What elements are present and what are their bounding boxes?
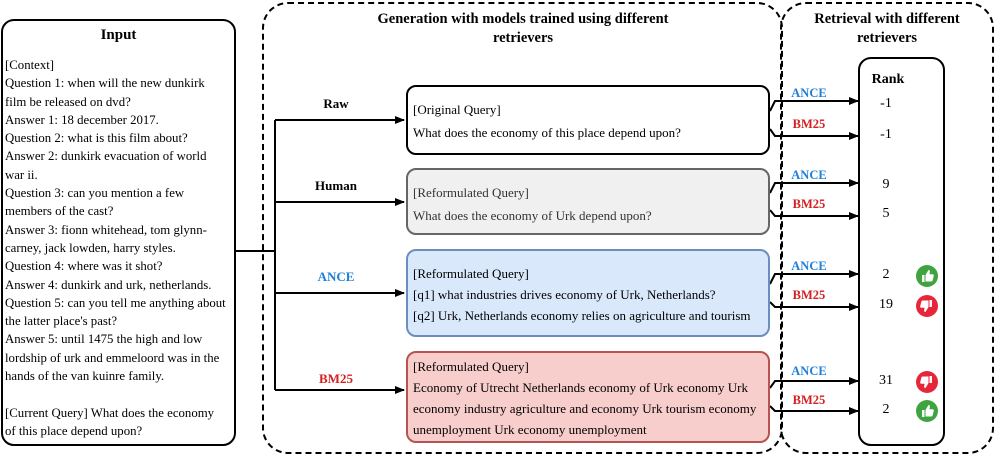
input-line: members of the cast?: [5, 204, 114, 219]
query-line: [Original Query]: [413, 102, 501, 117]
input-line: lordship of urk and emmeloord was in the: [5, 350, 220, 365]
input-line: the latter place's past?: [5, 314, 118, 329]
rank-value: 31: [879, 373, 893, 388]
thumbs-down-icon: [916, 295, 938, 317]
input-line: [Current Query] What does the economy: [5, 405, 215, 420]
method-label-bm25: BM25: [319, 371, 353, 386]
query-line: [Reformulated Query]: [413, 185, 529, 200]
retriever-label-bm25: BM25: [792, 117, 826, 131]
input-line: Answer 3: fionn whitehead, tom glynn-: [5, 222, 207, 237]
input-text: [Context] Question 1: when will the new d…: [5, 56, 237, 440]
query-box-human: [Reformulated Query] What does the econo…: [406, 168, 770, 235]
rank-value: 2: [882, 267, 890, 282]
retriever-label-ance: ANCE: [791, 86, 827, 100]
input-line: Answer 2: dunkirk evacuation of world: [5, 149, 207, 164]
thumbs-up-icon: [916, 400, 938, 422]
input-line: Question 3: can you mention a few: [5, 186, 185, 201]
rank-value: 2: [882, 402, 890, 417]
raw-ance-arrow: [769, 97, 859, 112]
method-label-raw: Raw: [323, 96, 349, 111]
retriever-label-ance: ANCE: [791, 168, 827, 182]
generation-title: Generation with models trained using dif…: [377, 11, 669, 46]
ance-box-ance-arrow: [769, 270, 859, 285]
method-label-human: Human: [315, 178, 357, 193]
rank-panel: [858, 57, 945, 446]
retrieval-region: [780, 2, 994, 454]
generation-region: [262, 2, 783, 454]
bm25-box-ance-arrow: [769, 377, 859, 389]
rank-header: Rank: [871, 72, 905, 87]
input-line: carney, jack lowden, harry styles.: [5, 240, 176, 255]
retriever-label-bm25: BM25: [792, 288, 826, 302]
input-line: Question 4: where was it shot?: [5, 259, 163, 274]
input-line: Question 1: when will the new dunkirk: [5, 76, 205, 91]
retrieval-title: Retrieval with different retrievers: [814, 11, 960, 46]
thumbs-down-icon: [916, 371, 938, 393]
retriever-label-ance: ANCE: [791, 364, 827, 378]
input-line: Question 5: can you tell me anything abo…: [5, 295, 226, 310]
input-line: war ii.: [5, 167, 38, 182]
input-line: film be released on dvd?: [5, 94, 131, 109]
method-label-ance: ANCE: [317, 269, 355, 284]
retriever-label-ance: ANCE: [791, 259, 827, 273]
input-line: Answer 4: dunkirk and urk, netherlands.: [5, 277, 212, 292]
query-box-bm25: [Reformulated Query] Economy of Utrecht …: [406, 351, 770, 443]
rank-value: 19: [879, 297, 893, 312]
input-line: Answer 1: 18 december 2017.: [5, 112, 159, 127]
retriever-label-bm25: BM25: [792, 393, 826, 407]
human-ance-arrow: [769, 179, 859, 194]
input-line: Question 2: what is this film about?: [5, 131, 188, 146]
query-line: What does the economy of this place depe…: [413, 125, 681, 140]
thumbs-up-icon: [916, 265, 938, 287]
ance-box-bm25-arrow: [769, 301, 859, 311]
input-line: Answer 5: until 1475 the high and low: [5, 332, 203, 347]
query-line: unemployment Urk economy unemployment: [413, 422, 647, 437]
query-line: [Reformulated Query]: [413, 359, 529, 374]
query-line: What does the economy of Urk depend upon…: [413, 208, 652, 223]
query-line: [q1] what industries drives economy of U…: [413, 287, 716, 302]
input-line: hands of the van kuinre family.: [5, 369, 165, 384]
query-box-ance: [Reformulated Query] [q1] what industrie…: [406, 249, 770, 337]
input-line: [5, 385, 237, 403]
bm25-box-bm25-arrow: [769, 405, 859, 415]
human-bm25-arrow: [769, 209, 859, 220]
raw-bm25-arrow: [769, 128, 859, 140]
query-line: Economy of Utrecht Netherlands economy o…: [413, 380, 749, 395]
retriever-label-bm25: BM25: [792, 197, 826, 211]
input-title: Input: [100, 27, 137, 43]
input-line: of this place depend upon?: [5, 423, 143, 438]
query-line: [q2] Urk, Netherlands economy relies on …: [413, 308, 751, 323]
rank-value: -1: [880, 96, 892, 111]
input-line: [Context]: [5, 58, 55, 72]
query-box-raw: [Original Query] What does the economy o…: [406, 85, 770, 155]
query-line: [Reformulated Query]: [413, 266, 529, 281]
rank-value: -1: [880, 127, 892, 142]
input-panel: [1, 19, 236, 446]
query-line: economy industry agriculture and economy…: [413, 401, 757, 416]
rank-value: 9: [882, 177, 890, 192]
rank-value: 5: [882, 206, 890, 221]
